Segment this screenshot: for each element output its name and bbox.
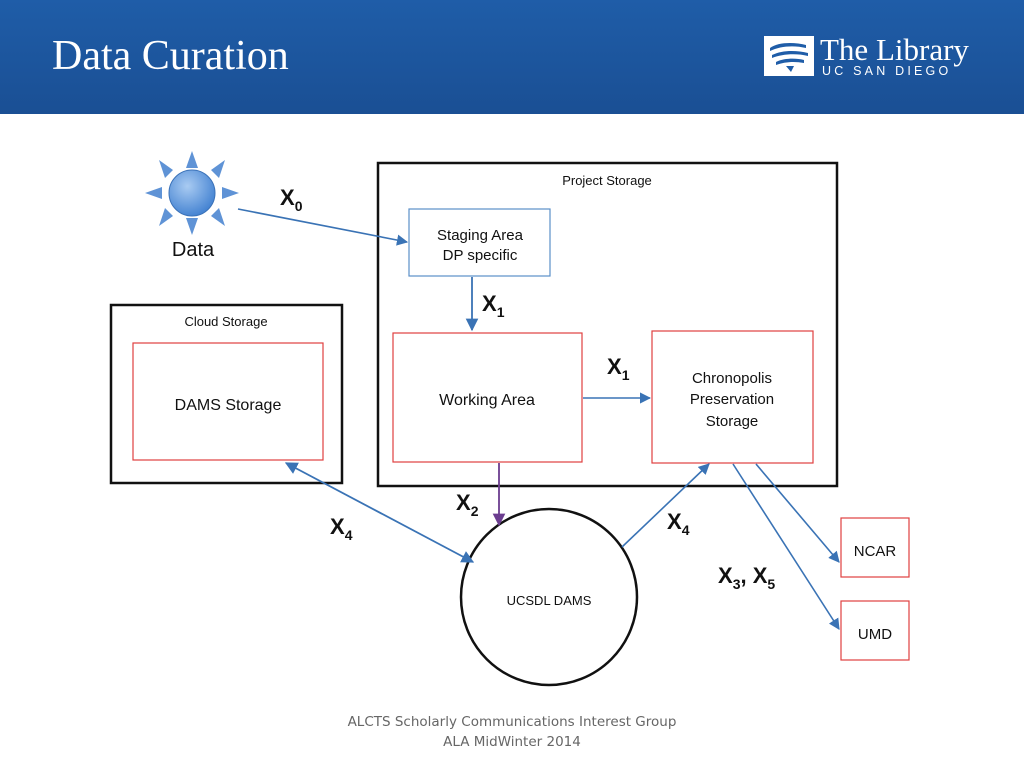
flow-label-x1-right: X1	[607, 354, 630, 383]
flow-label-x0: X0	[280, 185, 303, 214]
arrow-dams-to-chronopolis	[621, 463, 710, 548]
logo-name: The Library	[820, 32, 969, 67]
flow-label-x3-sub: 3	[733, 576, 741, 592]
arrow-chronopolis-to-ncar	[755, 463, 840, 563]
chronopolis-label-3: Storage	[706, 413, 759, 430]
ucsdl-dams-circle	[459, 507, 639, 687]
library-logo-icon	[764, 36, 814, 76]
flow-label-x4-right-sub: 4	[682, 522, 690, 538]
flow-label-x5-sub: 5	[767, 576, 775, 592]
footer-line-1: ALCTS Scholarly Communications Interest …	[347, 714, 677, 730]
flow-label-x3-base: X	[718, 563, 733, 588]
flow-label-x2-base: X	[456, 490, 471, 515]
umd-box	[840, 600, 910, 661]
arrow-data-to-staging	[237, 208, 409, 246]
library-logo: The Library UC SAN DIEGO	[764, 32, 976, 80]
flow-label-x2-sub: 2	[471, 503, 479, 519]
flow-label-x1-down: X1	[482, 291, 505, 320]
chronopolis-label-2: Preservation	[690, 391, 774, 408]
data-label: Data	[172, 239, 215, 261]
staging-area-box	[408, 208, 551, 277]
flow-label-x4-right-base: X	[667, 509, 682, 534]
flow-label-x4-left-base: X	[330, 514, 345, 539]
flow-label-x5-base: X	[753, 563, 768, 588]
flow-label-x4-right: X4	[667, 509, 690, 538]
staging-area-label-1: Staging Area	[437, 227, 524, 244]
flow-label-x3-x5-separator: ,	[740, 563, 752, 588]
flow-label-x1-right-sub: 1	[622, 367, 630, 383]
arrow-chronopolis-to-umd	[732, 463, 840, 630]
footer: ALCTS Scholarly Communications Interest …	[0, 712, 1024, 752]
slide-title: Data Curation	[52, 33, 289, 79]
flow-label-x1-down-base: X	[482, 291, 497, 316]
flow-label-x2: X2	[456, 490, 479, 519]
flow-label-x0-sub: 0	[295, 198, 303, 214]
flow-label-x1-down-sub: 1	[497, 304, 505, 320]
dams-storage-box	[132, 342, 324, 461]
cloud-storage-label: Cloud Storage	[184, 314, 267, 329]
sun-icon	[145, 151, 239, 235]
header-banner: Data Curation The Library UC SAN DIEGO	[0, 0, 1024, 114]
project-storage-label: Project Storage	[562, 173, 652, 188]
ucsdl-dams-label: UCSDL DAMS	[507, 593, 592, 608]
dams-storage-label: DAMS Storage	[175, 397, 282, 414]
footer-line-2: ALA MidWinter 2014	[443, 734, 581, 750]
project-storage-box	[376, 161, 839, 488]
arrow-cloud-dams-bidirectional	[284, 462, 475, 563]
ncar-box	[840, 517, 910, 578]
working-area-label: Working Area	[439, 392, 535, 409]
flow-label-x4-left: X4	[330, 514, 353, 543]
flow-label-x1-right-base: X	[607, 354, 622, 379]
umd-label: UMD	[858, 626, 892, 643]
chronopolis-box	[651, 330, 814, 464]
chronopolis-label-1: Chronopolis	[692, 370, 772, 387]
cloud-storage-box	[109, 303, 344, 485]
flow-label-x0-base: X	[280, 185, 295, 210]
logo-subtitle: UC SAN DIEGO	[822, 64, 952, 78]
staging-area-label-2: DP specific	[443, 247, 518, 264]
flow-label-x4-left-sub: 4	[345, 527, 353, 543]
ncar-label: NCAR	[854, 543, 897, 560]
flow-label-x3-x5: X3, X5	[718, 563, 775, 592]
working-area-box	[392, 332, 583, 463]
